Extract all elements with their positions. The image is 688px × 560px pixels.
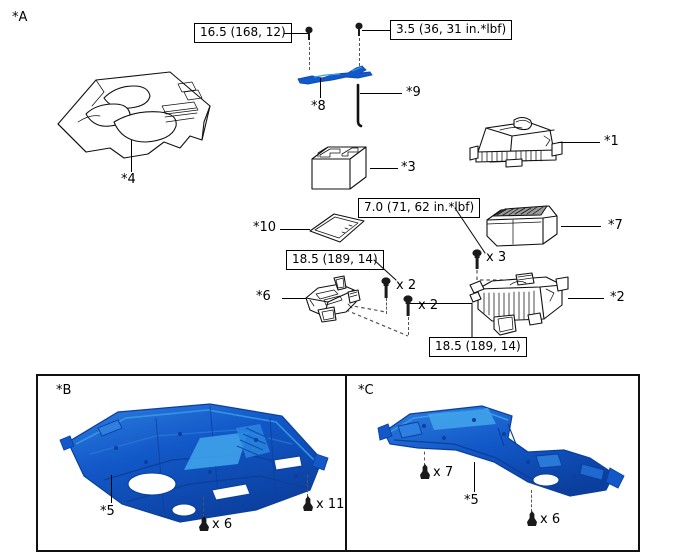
- leader-torque-bracket-lower-h: [410, 303, 472, 305]
- bolt-bracket-lower-icon: [401, 295, 415, 319]
- callout-panel-c-part: *5: [464, 493, 479, 508]
- leader-torque-cover-bolt: [284, 33, 308, 35]
- dash-bracket-upper: [386, 298, 387, 314]
- qty-panel-c-clip-left: x 7: [433, 465, 454, 480]
- panel-b-label: *B: [56, 383, 72, 398]
- callout-stay-rod: *9: [406, 85, 421, 100]
- leader-gasket-plate: [280, 229, 310, 231]
- air-cleaner-cap-illustration: [469, 116, 563, 170]
- leader-panel-b-part: [111, 475, 113, 503]
- leader-panel-c-part: [474, 462, 476, 492]
- leader-engine-mount-bracket: [282, 298, 308, 300]
- bolt-clamp-icon: [353, 22, 365, 38]
- torque-box-clamp-bolt: 3.5 (36, 31 in.*lbf): [390, 20, 513, 40]
- callout-gasket-plate: *10: [253, 220, 277, 235]
- callout-air-cleaner-cap: *1: [604, 134, 619, 149]
- panel-c-part-illustration: [377, 404, 628, 524]
- qty-bracket-bolts-lower: x 2: [418, 298, 439, 313]
- qty-panel-b-clip-left: x 6: [212, 517, 233, 532]
- dash-panel-b-clip-right: [307, 475, 308, 497]
- qty-case-bolts: x 3: [486, 250, 507, 265]
- wire-clamp-illustration: [296, 62, 376, 86]
- engine-cover-illustration: [52, 62, 222, 182]
- bolt-bracket-upper-icon: [379, 277, 393, 301]
- torque-box-cover-bolt: 16.5 (168, 12): [194, 23, 292, 43]
- leader-wire-clamp: [320, 78, 322, 98]
- leader-air-filter-element: [561, 226, 601, 228]
- bolt-case-icon: [470, 249, 484, 271]
- callout-air-filter-element: *7: [608, 218, 623, 233]
- gasket-plate-illustration: [308, 211, 368, 247]
- dash-panel-c-clip-right: [531, 490, 532, 512]
- section-label-a: *A: [12, 10, 28, 25]
- callout-air-cleaner-case: *2: [610, 290, 625, 305]
- callout-engine-mount-bracket: *6: [256, 289, 271, 304]
- callout-engine-cover: *4: [121, 172, 136, 187]
- clip-panel-b-left-icon: [197, 516, 211, 534]
- dash-cover-bolt: [309, 42, 310, 70]
- torque-box-case-bolt: 7.0 (71, 62 in.*lbf): [358, 198, 481, 218]
- callout-wire-clamp: *8: [311, 99, 326, 114]
- leader-cover: [131, 140, 133, 172]
- leader-torque-bracket-upper: [373, 258, 402, 282]
- callout-panel-b-part: *5: [100, 504, 115, 519]
- leader-torque-bracket-lower: [470, 302, 476, 339]
- qty-bracket-bolts-upper: x 2: [396, 278, 417, 293]
- clip-panel-b-right-icon: [301, 496, 315, 514]
- torque-box-bracket-upper: 18.5 (189, 14): [286, 250, 384, 270]
- dash-bracket-lower: [408, 317, 409, 335]
- qty-panel-c-clip-right: x 6: [540, 512, 561, 527]
- air-filter-element-illustration: [483, 204, 561, 250]
- clip-panel-c-right-icon: [525, 511, 539, 529]
- panel-c-label: *C: [358, 383, 374, 398]
- dash-panel-c-clip-left: [424, 446, 425, 466]
- bolt-cover-icon: [303, 26, 315, 42]
- qty-panel-b-clip-right: x 11: [316, 497, 345, 512]
- leader-battery: [370, 168, 398, 170]
- clip-panel-c-left-icon: [418, 464, 432, 482]
- stay-rod-illustration: [354, 83, 364, 128]
- leader-torque-case-bolt: [454, 205, 493, 257]
- dash-clamp-bolt: [359, 38, 360, 76]
- dash-panel-b-clip-left: [203, 497, 204, 517]
- torque-box-bracket-lower: 18.5 (189, 14): [429, 337, 527, 357]
- air-cleaner-case-illustration: [469, 272, 570, 337]
- leader-stay-rod: [360, 93, 402, 95]
- battery-illustration: [310, 143, 372, 195]
- leader-air-cleaner-cap: [558, 142, 600, 144]
- callout-battery: *3: [401, 160, 416, 175]
- engine-mount-bracket-illustration: [304, 275, 364, 324]
- panel-b-part-illustration: [59, 398, 330, 528]
- leader-torque-clamp-bolt: [362, 30, 390, 32]
- leader-air-cleaner-case: [568, 298, 604, 300]
- panel-divider: [345, 376, 347, 550]
